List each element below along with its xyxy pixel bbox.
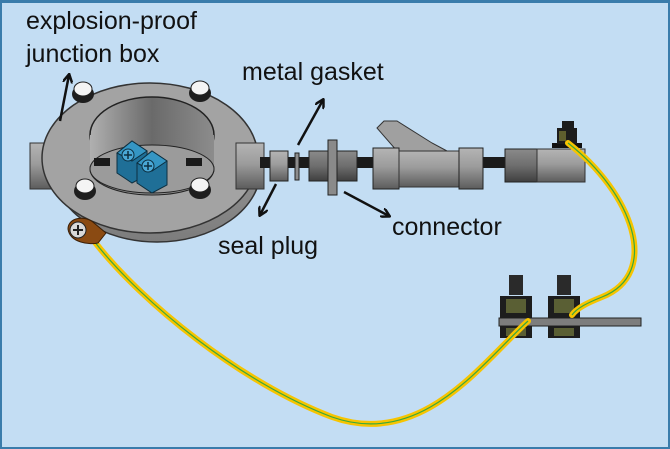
- ground-bar-bolt-2: [548, 275, 580, 338]
- label-metal-gasket: metal gasket: [242, 58, 384, 86]
- arrow-metal-gasket: [296, 100, 323, 146]
- bolt-top-left: [72, 81, 94, 103]
- label-junction-box-line2: junction box: [26, 40, 160, 68]
- label-junction-box-line1: explosion-proof: [26, 7, 197, 35]
- label-connector: connector: [392, 213, 502, 241]
- connector: [308, 139, 358, 196]
- leader-arrows: [58, 75, 389, 216]
- terminal-block-2: [136, 150, 168, 194]
- bolt-bottom-right: [189, 177, 211, 199]
- bolt-bottom-left: [74, 178, 96, 200]
- arrow-connector: [343, 190, 389, 216]
- bolt-top-right: [189, 80, 211, 102]
- label-seal-plug: seal plug: [218, 232, 319, 260]
- terminal-blocks: [116, 140, 168, 194]
- y-fitting: [372, 120, 484, 190]
- cover-bolts: [72, 80, 211, 200]
- seal-plug: [269, 150, 289, 182]
- threaded-coupling: [504, 148, 586, 183]
- ground-wire: [91, 140, 638, 427]
- arrow-junction-box-1: [58, 75, 69, 122]
- metal-gasket: [294, 152, 300, 181]
- arrow-seal-plug: [260, 183, 278, 215]
- diagram-svg: [29, 3, 642, 427]
- ground-lug: [67, 217, 107, 245]
